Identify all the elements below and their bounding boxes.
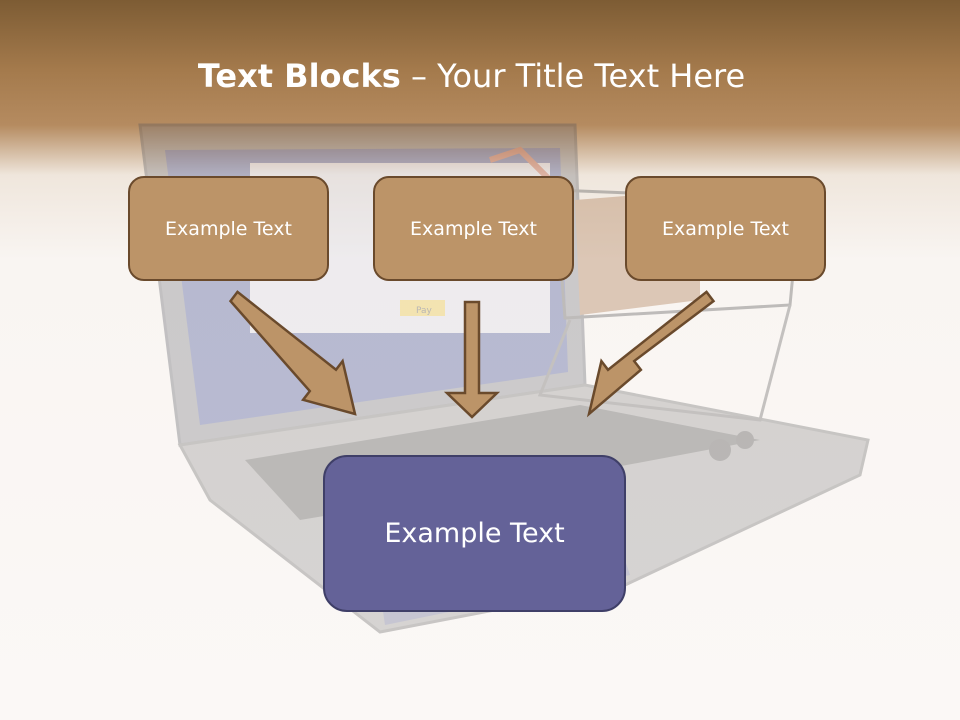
text-block-left[interactable]: Example Text (128, 176, 329, 281)
text-block-main[interactable]: Example Text (323, 455, 626, 612)
text-block-main-label: Example Text (384, 518, 565, 549)
arrow-center-down (443, 300, 501, 419)
text-block-left-label: Example Text (165, 217, 292, 240)
text-block-center[interactable]: Example Text (373, 176, 574, 281)
arrow-right-down-left (586, 290, 716, 418)
title-regular: – Your Title Text Here (410, 57, 746, 95)
text-block-right-label: Example Text (662, 217, 789, 240)
text-block-center-label: Example Text (410, 217, 537, 240)
text-block-right[interactable]: Example Text (625, 176, 826, 281)
title-bold: Text Blocks (197, 57, 401, 95)
slide-title: Text Blocks – Your Title Text Here (0, 54, 943, 98)
arrow-left-down-right (228, 290, 357, 416)
pay-label: Pay (416, 306, 433, 316)
